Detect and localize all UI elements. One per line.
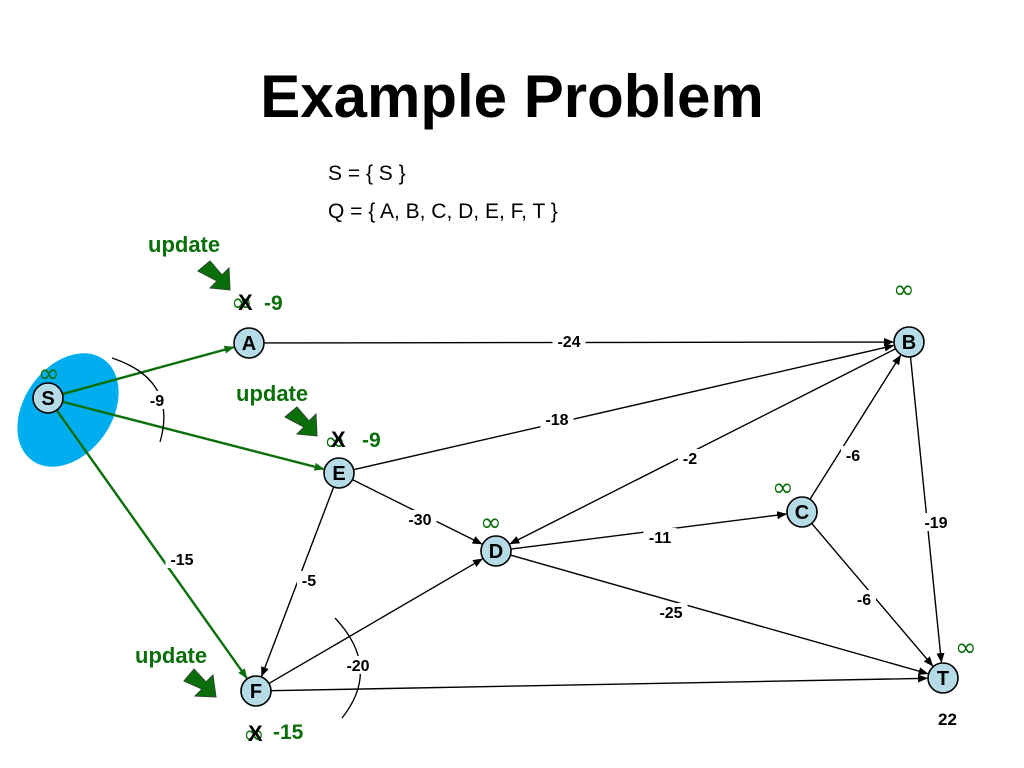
- green-arrow-icon: [183, 668, 217, 698]
- node-label: C: [795, 502, 809, 524]
- edge-f-d: [268, 558, 484, 685]
- edge-b-d: [509, 348, 896, 545]
- edge-s-a: [62, 345, 235, 396]
- set-q-text: Q = { A, B, C, D, E, F, T }: [328, 200, 558, 223]
- node-label: B: [902, 332, 916, 354]
- dist-t-infinity: ∞: [955, 633, 977, 663]
- edge-weight-e-b: -18: [545, 412, 568, 429]
- edge-weight-e-f: -5: [302, 573, 316, 590]
- node-label: S: [41, 388, 54, 410]
- edge-weight-d-t: -25: [659, 605, 682, 622]
- edge-d-t: [510, 554, 929, 676]
- dist-a-infinity: ∞: [231, 288, 253, 318]
- update-label-e: update: [236, 381, 308, 406]
- node-circle: [233, 327, 265, 359]
- green-arrow-icon: [197, 260, 231, 291]
- node-circle: [240, 675, 272, 707]
- edge-weight-s-f: -15: [170, 552, 193, 569]
- slide-title: Example Problem: [260, 63, 764, 130]
- edge-weight-d-c: -11: [649, 530, 671, 547]
- node-e: E: [323, 457, 355, 489]
- dist-f-crossout: X: [248, 721, 263, 746]
- edge-weight-e-d: -30: [408, 512, 431, 529]
- edge-s-e: [62, 400, 325, 471]
- edge-label-bg: [643, 528, 677, 546]
- update-arrow-f: update: [135, 643, 217, 698]
- edge-f-t: [270, 674, 929, 692]
- edge-label-bg: [678, 449, 702, 467]
- edge-weight-b-t: -19: [924, 515, 947, 532]
- edge-s-f: [55, 409, 248, 679]
- dist-e-new: -9: [362, 429, 381, 452]
- node-s: S: [32, 382, 64, 414]
- edge-label-bg: [540, 410, 574, 428]
- edge-label-bg: [403, 510, 437, 528]
- edge-weight-f-d: -20: [346, 658, 369, 675]
- edge-c-b: [809, 354, 902, 500]
- node-circle: [927, 662, 959, 694]
- dist-a-crossout: X: [238, 290, 253, 315]
- edge-weight-b-d: -2: [683, 451, 697, 468]
- edge-weight-c-b: -6: [846, 448, 860, 465]
- node-c: C: [786, 496, 818, 528]
- dist-f-infinity: ∞: [243, 720, 265, 750]
- set-s-text: S = { S }: [328, 162, 406, 185]
- edge-label-bg: [297, 571, 321, 589]
- node-circle: [32, 382, 64, 414]
- node-f: F: [240, 675, 272, 707]
- node-b: B: [893, 326, 925, 358]
- node-circle: [480, 535, 512, 567]
- edge-weight-s-e: -9: [150, 393, 164, 410]
- node-label: A: [242, 333, 256, 355]
- dist-e-infinity: ∞: [324, 427, 346, 457]
- edge-b-t: [909, 356, 945, 664]
- node-circle: [786, 496, 818, 528]
- node-a: A: [233, 327, 265, 359]
- update-arrow-e: update: [236, 381, 318, 437]
- edge-label-bg: [165, 550, 199, 568]
- node-circle: [323, 457, 355, 489]
- node-circle: [893, 326, 925, 358]
- dist-s-infinity: ∞: [38, 359, 60, 389]
- node-d: D: [480, 535, 512, 567]
- edge-label-bg: [145, 391, 169, 409]
- dist-a-new: -9: [264, 292, 283, 315]
- edge-labels-layer: -9 -15 -24 -18 -2 -6 -19 -30 -5 -11 -6 -25 -20: [145, 332, 953, 675]
- visited-set-highlight: [17, 353, 119, 467]
- node-label: E: [332, 463, 345, 485]
- page-number: 22: [938, 710, 957, 729]
- nodes-layer: S A B C D E F T: [32, 326, 959, 707]
- cut-arc-s: [111, 357, 165, 443]
- edge-label-bg: [841, 446, 865, 464]
- edge-weight-a-b: -24: [557, 334, 580, 351]
- node-label: D: [489, 541, 503, 563]
- edge-label-bg: [552, 332, 586, 350]
- edge-label-bg: [654, 603, 688, 621]
- node-label: F: [250, 681, 262, 703]
- dist-d-infinity: ∞: [480, 508, 502, 538]
- update-label-a: update: [148, 232, 220, 257]
- dist-c-infinity: ∞: [772, 473, 794, 503]
- node-t: T: [927, 662, 959, 694]
- update-arrow-a: update: [148, 232, 231, 291]
- edge-label-bg: [341, 656, 375, 674]
- node-label: T: [937, 668, 949, 690]
- edge-label-bg: [852, 590, 876, 608]
- dist-b-infinity: ∞: [893, 275, 915, 305]
- edge-e-b: [353, 343, 895, 471]
- edge-weight-c-t: -6: [857, 592, 871, 609]
- dist-e-crossout: X: [331, 427, 346, 452]
- dist-f-new: -15: [273, 721, 304, 744]
- update-label-f: update: [135, 643, 207, 668]
- green-arrow-icon: [284, 406, 318, 437]
- edge-label-bg: [919, 513, 953, 531]
